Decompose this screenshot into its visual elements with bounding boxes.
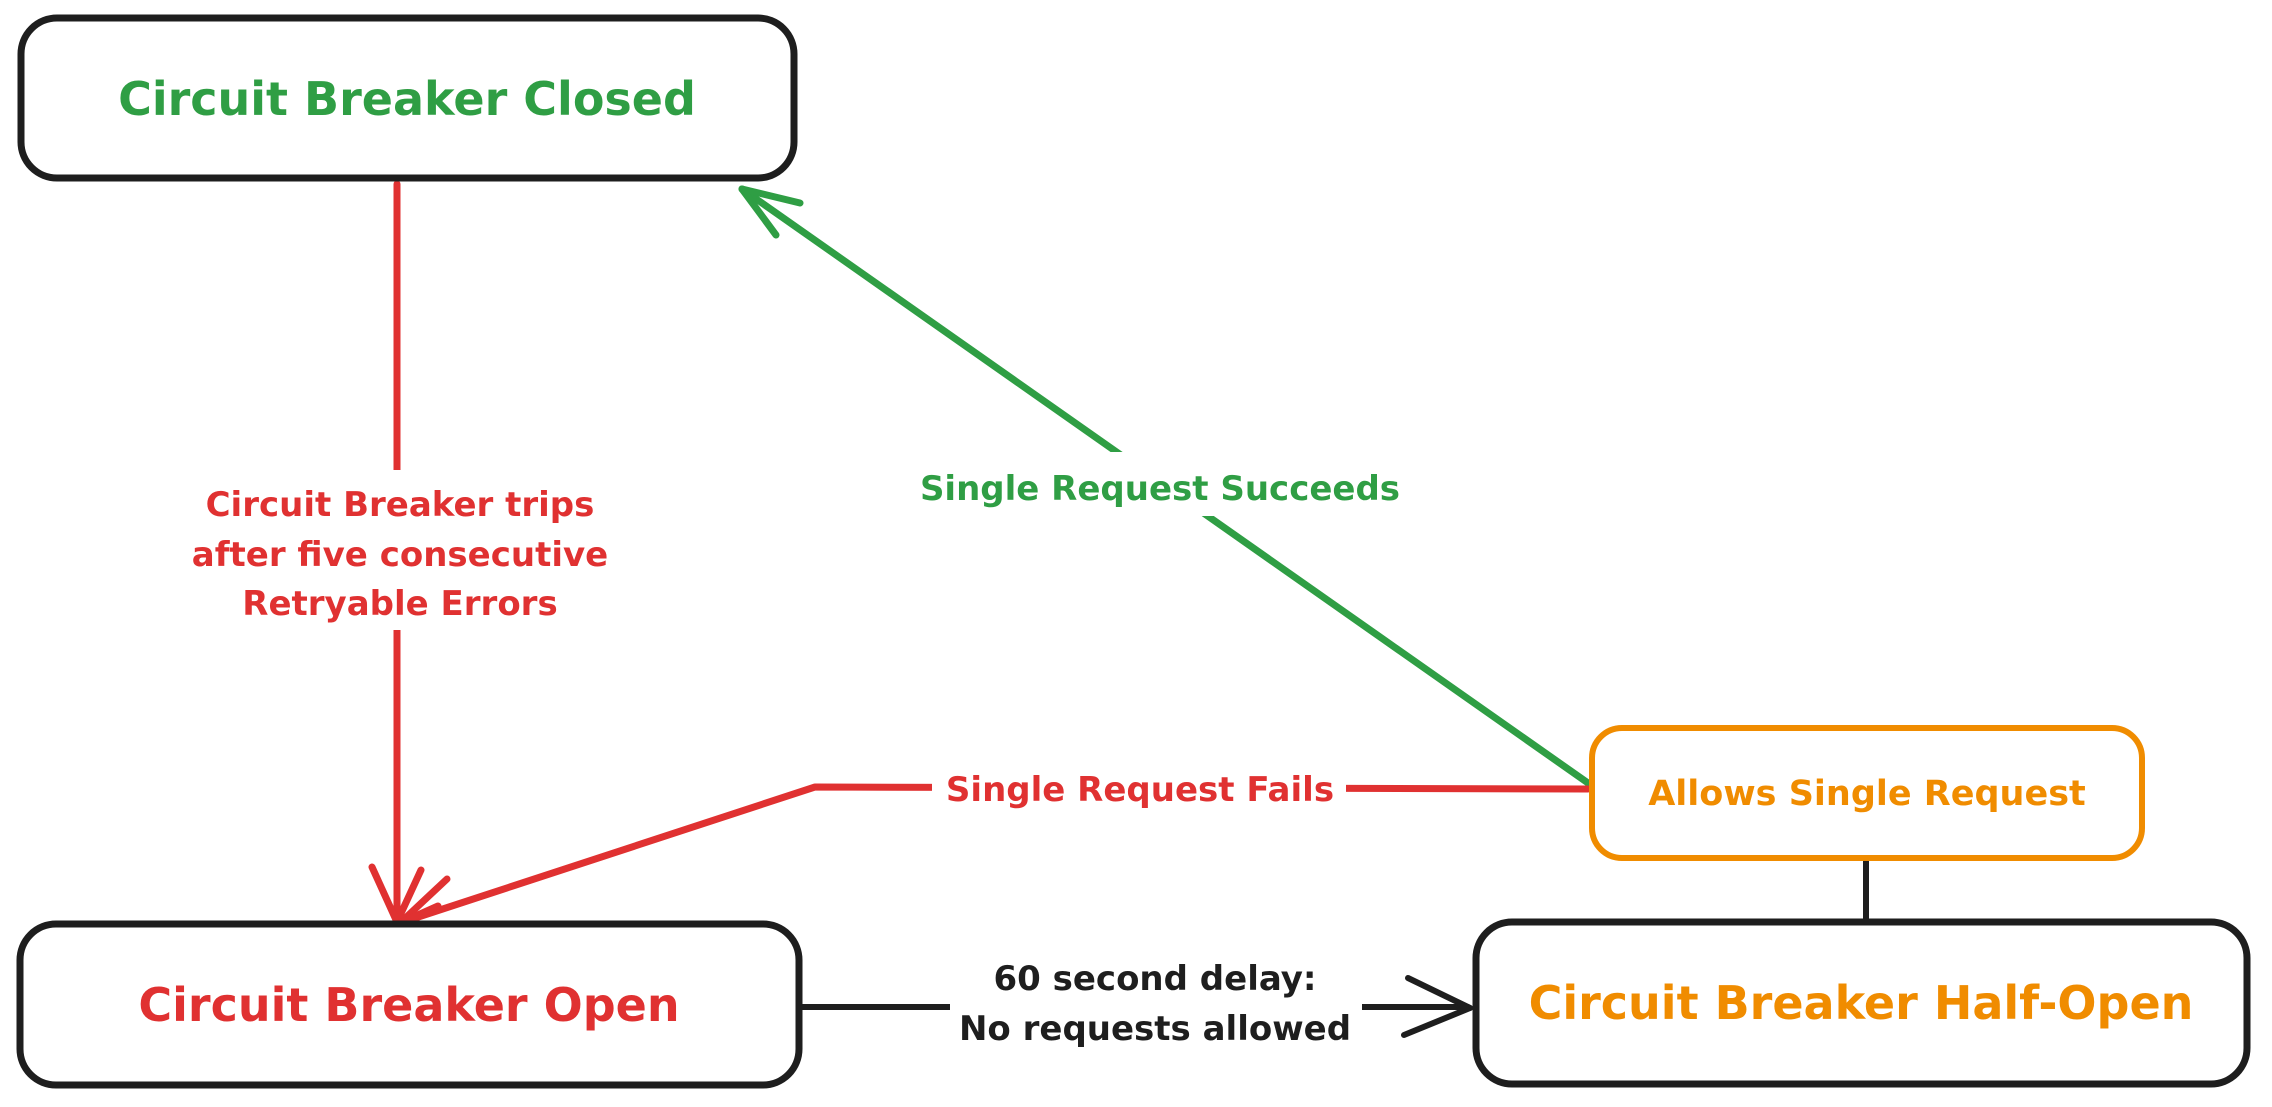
edge-delay-label-mask — [950, 948, 1362, 1054]
edge-fails-label: Single Request Fails — [946, 770, 1334, 810]
edge-delay-label-line1: 60 second delay: — [993, 959, 1316, 999]
node-circuit-breaker-closed-box — [17, 14, 798, 182]
node-circuit-breaker-open-label: Circuit Breaker Open — [138, 978, 679, 1032]
edge-trips-label-line1: Circuit Breaker trips — [206, 485, 595, 525]
node-circuit-breaker-half-open-label: Circuit Breaker Half-Open — [1529, 976, 2194, 1030]
edge-delay-label-line2: No requests allowed — [959, 1009, 1351, 1049]
edge-trips-label-line2: after five consecutive — [192, 535, 608, 575]
node-circuit-breaker-half-open-box — [1472, 918, 2251, 1088]
edge-succeeds-label-mask — [908, 452, 1410, 516]
edge-fails-label-mask — [932, 756, 1346, 814]
edge-succeeds-label: Single Request Succeeds — [920, 469, 1400, 509]
node-allows-single-request-box — [1589, 725, 2145, 861]
node-allows-single-request: Allows Single Request — [1589, 725, 2145, 861]
edge-trips-label-mask — [182, 470, 620, 630]
edge-trips-label-line3: Retryable Errors — [242, 584, 557, 624]
node-circuit-breaker-closed-label: Circuit Breaker Closed — [118, 72, 696, 126]
node-circuit-breaker-closed: Circuit Breaker Closed — [17, 14, 798, 182]
node-circuit-breaker-open-box — [16, 920, 803, 1089]
node-allows-single-request-label: Allows Single Request — [1648, 774, 2086, 814]
edge-trips-label: Circuit Breaker trips after five consecu… — [192, 485, 608, 624]
node-circuit-breaker-half-open: Circuit Breaker Half-Open — [1472, 918, 2251, 1088]
edge-delay-label: 60 second delay: No requests allowed — [959, 959, 1351, 1049]
node-circuit-breaker-open: Circuit Breaker Open — [16, 920, 803, 1089]
